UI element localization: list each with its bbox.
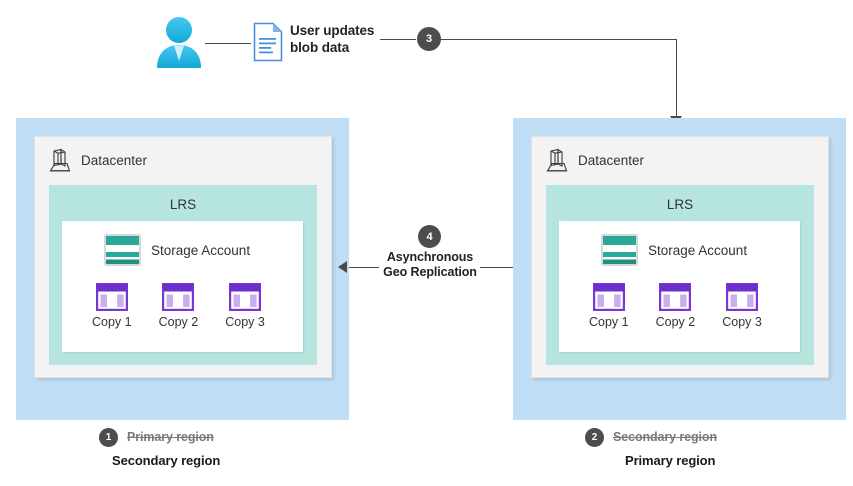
storage-account-label: Storage Account [151,242,251,258]
lrs-box-left: LRS Stora [49,185,317,365]
replication-line-right [480,266,513,268]
datacenter-icon [48,148,72,173]
arrow-update-horizontal [440,39,677,41]
copy-item: Copy 1 [92,282,132,329]
region-right: Datacenter LRS [513,118,846,420]
copy-icon [228,282,262,312]
replication-label: Asynchronous Geo Replication [355,250,505,280]
step-badge-3: 3 [417,27,441,51]
datacenter-header-left: Datacenter [48,148,147,173]
legend-struck-label: Secondary region [613,430,717,444]
user-icon [153,16,205,72]
step-badge-2: 2 [585,428,604,447]
copy-item: Copy 3 [722,282,762,329]
lrs-box-right: LRS Stora [546,185,814,365]
storage-account-icon [601,234,638,266]
storage-account-row-right: Storage Account [601,234,747,266]
copy-label: Copy 3 [225,315,265,329]
connector-user-to-document [205,43,251,44]
connector-label-to-badge3 [380,39,416,40]
copy-item: Copy 2 [158,282,199,329]
copy-label: Copy 2 [655,315,696,329]
document-icon [253,22,283,62]
copy-label: Copy 3 [722,315,762,329]
datacenter-icon [545,148,569,173]
copy-icon [725,282,759,312]
storage-account-label: Storage Account [648,242,748,258]
copy-icon [592,282,625,312]
storage-account-row-left: Storage Account [104,234,250,266]
copy-item: Copy 3 [225,282,265,329]
region-left: Datacenter LRS [16,118,349,420]
copy-icon [162,282,195,312]
legend-current-label: Primary region [625,453,716,468]
step-badge-1: 1 [99,428,118,447]
datacenter-header-right: Datacenter [545,148,644,173]
copy-label: Copy 1 [92,315,132,329]
legend-current-label: Secondary region [112,453,221,468]
copies-group-right: Copy 1 [589,282,762,329]
copy-label: Copy 2 [158,315,199,329]
copy-item: Copy 1 [589,282,629,329]
replication-label-line2: Geo Replication [383,265,477,279]
datacenter-box-left: Datacenter LRS [34,136,332,378]
user-action-label: User updates blob data [290,22,400,56]
copy-icon [659,282,692,312]
user-action-label-line2: blob data [290,40,350,55]
datacenter-label: Datacenter [578,153,645,168]
user-action-label-line1: User updates [290,23,375,38]
datacenter-label: Datacenter [81,153,148,168]
copy-icon [95,282,128,312]
replication-label-line1: Asynchronous [386,250,474,264]
copy-item: Copy 2 [655,282,696,329]
step-badge-4: 4 [418,225,441,248]
lrs-inner-left: Storage Account [62,221,303,352]
copy-label: Copy 1 [589,315,629,329]
storage-account-icon [104,234,141,266]
lrs-inner-right: Storage Account [559,221,800,352]
arrow-update-vertical [675,39,677,119]
replication-line-left [349,266,379,268]
copies-group-left: Copy 1 [92,282,265,329]
lrs-label: LRS [666,197,694,212]
datacenter-box-right: Datacenter LRS [531,136,829,378]
lrs-label: LRS [169,197,197,212]
replication-arrow-head [338,261,347,273]
legend-struck-label: Primary region [127,430,214,444]
